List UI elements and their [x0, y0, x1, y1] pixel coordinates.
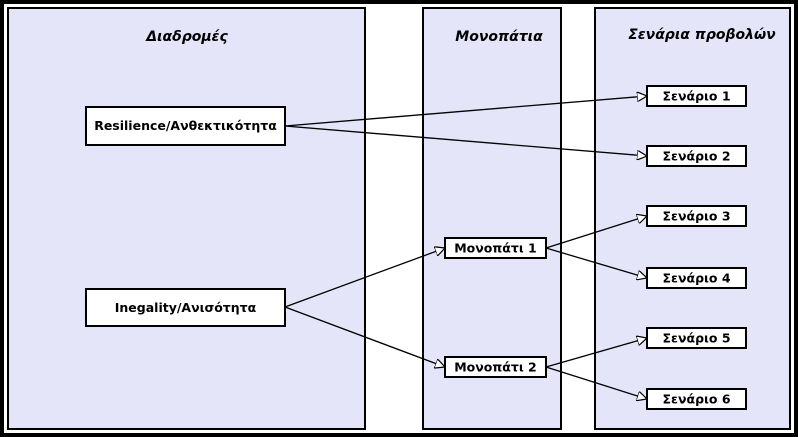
node-scenario-5-box [646, 327, 747, 349]
node-scenario-3-box [646, 205, 747, 227]
node-scenario-5-label: Σενάριο 5 [662, 331, 730, 346]
node-path2-label: Μονοπάτι 2 [454, 360, 537, 375]
node-scenario-2-label: Σενάριο 2 [662, 149, 730, 164]
node-scenario-4-box [646, 267, 747, 289]
node-scenario-1[interactable]: Σενάριο 1 [646, 85, 747, 107]
node-path1-label: Μονοπάτι 1 [454, 241, 537, 256]
node-resilience-box [85, 106, 286, 146]
paths-title: Μονοπάτια [455, 29, 543, 45]
node-resilience[interactable]: Resilience/Ανθεκτικότητα [85, 106, 286, 146]
node-scenario-3[interactable]: Σενάριο 3 [646, 205, 747, 227]
edge-path1-to-s4 [545, 247, 647, 278]
node-scenario-4[interactable]: Σενάριο 4 [646, 267, 747, 289]
node-scenario-3-label: Σενάριο 3 [662, 209, 730, 224]
node-path1[interactable]: Μονοπάτι 1 [444, 237, 547, 259]
node-scenario-6-box [646, 388, 747, 410]
edge-inequality-to-path1 [284, 248, 445, 308]
node-scenario-6[interactable]: Σενάριο 6 [646, 388, 747, 410]
node-scenario-4-label: Σενάριο 4 [662, 271, 730, 286]
edge-path2-to-s6 [545, 366, 647, 399]
node-scenario-5[interactable]: Σενάριο 5 [646, 327, 747, 349]
node-path1-box [444, 237, 547, 259]
edge-path2-to-s5 [545, 338, 647, 368]
node-scenario-1-box [646, 85, 747, 107]
node-inequality-label: Inegality/Ανισότητα [115, 300, 257, 315]
edge-resilience-to-s1 [284, 96, 647, 127]
edge-resilience-to-s2 [284, 125, 647, 156]
edge-inequality-to-path2 [284, 306, 445, 367]
edge-path1-to-s3 [545, 216, 647, 249]
node-scenario-6-label: Σενάριο 6 [662, 392, 730, 407]
node-scenario-2-box [646, 145, 747, 167]
node-inequality[interactable]: Inegality/Ανισότητα [85, 288, 286, 327]
scenarios-title: Σενάρια προβολών [628, 27, 776, 43]
routes-title: Διαδρομές [145, 29, 228, 45]
node-scenario-2[interactable]: Σενάριο 2 [646, 145, 747, 167]
node-resilience-label: Resilience/Ανθεκτικότητα [94, 118, 277, 133]
routes-panel [7, 7, 366, 430]
node-path2-box [444, 356, 547, 378]
node-path2[interactable]: Μονοπάτι 2 [444, 356, 547, 378]
node-inequality-box [85, 288, 286, 327]
node-scenario-1-label: Σενάριο 1 [662, 89, 730, 104]
edges [284, 96, 647, 399]
